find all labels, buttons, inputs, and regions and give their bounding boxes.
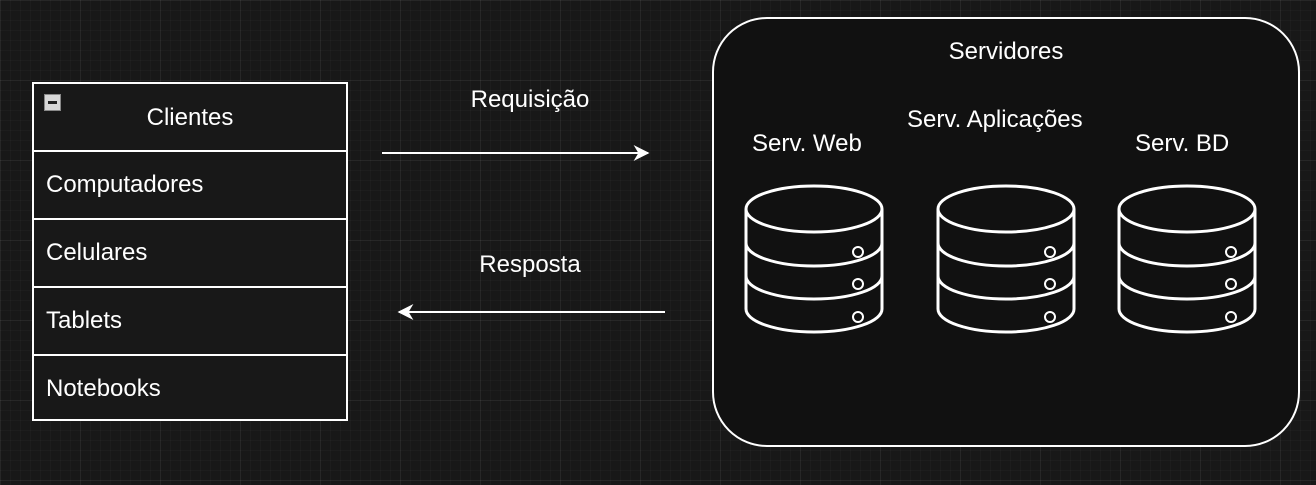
clients-container[interactable]: Clientes Computadores Celulares Tablets … <box>32 82 348 421</box>
database-icon[interactable] <box>744 184 884 334</box>
web-server-label: Serv. Web <box>752 130 862 157</box>
clients-title: Clientes <box>146 104 234 131</box>
database-icon[interactable] <box>936 184 1076 334</box>
response-label: Resposta <box>479 251 581 278</box>
client-item-computadores[interactable]: Computadores <box>34 152 346 220</box>
db-server-label: Serv. BD <box>1135 130 1230 157</box>
servers-title: Servidores <box>948 38 1064 65</box>
app-server-label: Serv. Aplicações <box>907 106 1083 133</box>
client-item-notebooks[interactable]: Notebooks <box>46 375 161 402</box>
database-icon[interactable] <box>1117 184 1257 334</box>
client-item-tablets[interactable]: Tablets <box>34 288 346 356</box>
minus-square-icon[interactable] <box>44 94 61 111</box>
clients-header: Clientes <box>34 84 346 152</box>
client-item-celulares[interactable]: Celulares <box>34 220 346 288</box>
request-label: Requisição <box>470 86 590 113</box>
